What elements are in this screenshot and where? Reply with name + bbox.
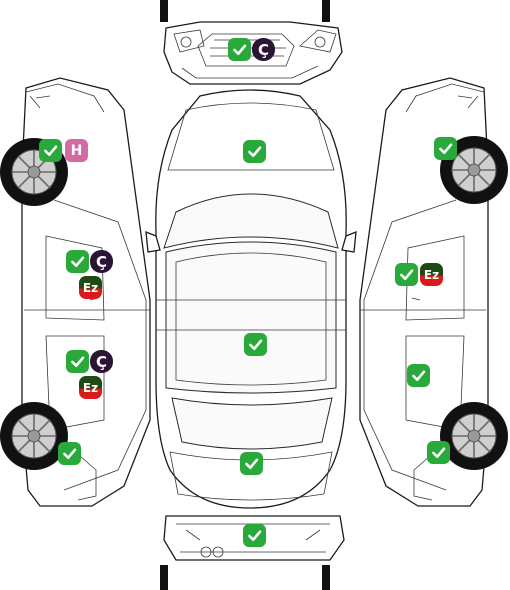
left-front-door-dent-badge[interactable]: Ez <box>79 276 102 299</box>
check-icon <box>44 145 58 157</box>
support-posts <box>160 0 330 590</box>
rear-bumper-ok-check[interactable] <box>243 524 266 547</box>
right-front-door-dent-badge[interactable]: Ez <box>420 263 443 286</box>
right-front-door-ok-check[interactable] <box>395 263 418 286</box>
check-icon <box>248 146 262 158</box>
wheel-right-rear <box>440 402 508 470</box>
check-icon <box>248 530 262 542</box>
check-icon <box>245 458 259 470</box>
right-rear-door-ok-check[interactable] <box>407 364 430 387</box>
front-bumper-ok-check[interactable] <box>228 38 251 61</box>
car-top-view <box>145 89 357 509</box>
hood-ok-check[interactable] <box>243 140 266 163</box>
check-icon <box>63 448 77 460</box>
check-icon <box>71 256 85 268</box>
left-front-fender-painted-badge[interactable]: H <box>65 139 88 162</box>
trunk-ok-check[interactable] <box>240 452 263 475</box>
wheel-right-front <box>440 136 508 204</box>
check-icon <box>439 143 453 155</box>
left-rear-door-scratch-badge[interactable]: Ç <box>90 350 113 373</box>
check-icon <box>432 447 446 459</box>
wheel-left-rear <box>0 402 68 470</box>
left-rear-door-ok-check[interactable] <box>66 350 89 373</box>
left-front-fender-ok-check[interactable] <box>39 139 62 162</box>
check-icon <box>400 269 414 281</box>
front-bumper-scratch-badge[interactable]: Ç <box>252 38 275 61</box>
check-icon <box>249 339 263 351</box>
check-icon <box>233 44 247 56</box>
right-front-fender-ok-check[interactable] <box>434 137 457 160</box>
left-rear-door-dent-badge[interactable]: Ez <box>79 376 102 399</box>
roof-ok-check[interactable] <box>244 333 267 356</box>
left-front-door-ok-check[interactable] <box>66 250 89 273</box>
right-rear-fender-ok-check[interactable] <box>427 441 450 464</box>
left-rear-fender-ok-check[interactable] <box>58 442 81 465</box>
check-icon <box>412 370 426 382</box>
check-icon <box>71 356 85 368</box>
left-front-door-scratch-badge[interactable]: Ç <box>90 250 113 273</box>
